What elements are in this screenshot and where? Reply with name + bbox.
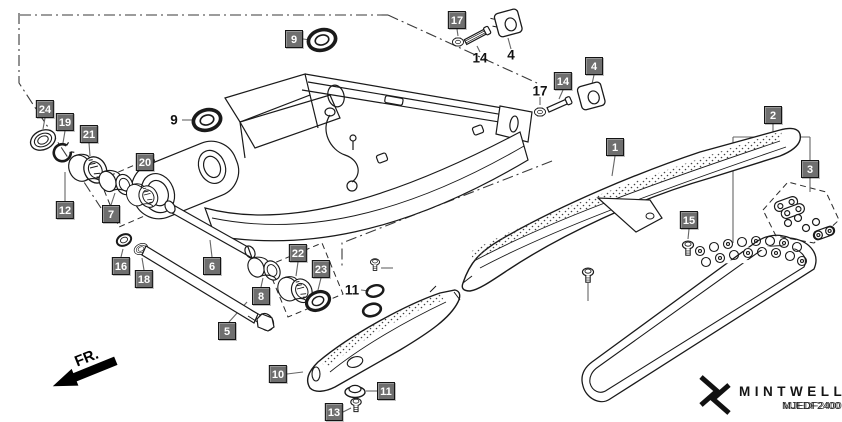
callout-7[interactable]: 7	[102, 205, 120, 223]
callout-1[interactable]: 1	[606, 138, 624, 156]
callout-11[interactable]: 11	[377, 382, 395, 400]
fr-direction-arrow: FR.	[52, 346, 118, 387]
callout-3[interactable]: 3	[801, 160, 819, 178]
lower-chain-guide-part	[306, 258, 461, 413]
callout-14: 14	[472, 50, 488, 66]
callout-17[interactable]: 17	[447, 11, 467, 29]
callout-9: 9	[170, 112, 178, 128]
callout-11: 11	[344, 282, 360, 298]
callout-4: 4	[507, 47, 515, 63]
callout-5[interactable]: 5	[218, 322, 236, 340]
callout-4[interactable]: 4	[585, 57, 603, 75]
callout-19[interactable]: 19	[55, 113, 75, 131]
callout-10[interactable]: 10	[268, 365, 288, 383]
callout-14[interactable]: 14	[553, 72, 573, 90]
callout-15[interactable]: 15	[679, 211, 699, 229]
callout-2[interactable]: 2	[764, 106, 782, 124]
chain-guard-part	[461, 127, 802, 292]
callout-12[interactable]: 12	[55, 201, 75, 219]
brand-footer: MINTWELL MJEDF2400	[699, 375, 842, 415]
callout-9[interactable]: 9	[285, 30, 303, 48]
callout-18[interactable]: 18	[134, 270, 154, 288]
callout-16[interactable]: 16	[111, 257, 131, 275]
master-link-kit-part	[773, 196, 836, 241]
drive-chain-part	[581, 234, 817, 403]
diagram-code: MJEDF2400	[782, 400, 841, 412]
callout-20[interactable]: 20	[135, 153, 155, 171]
callout-23[interactable]: 23	[311, 260, 331, 278]
guard-bolt-parts	[581, 240, 695, 283]
brand-name: MINTWELL	[739, 384, 842, 399]
callout-8[interactable]: 8	[252, 287, 270, 305]
callout-21[interactable]: 21	[79, 125, 99, 143]
chain-slider-parts	[451, 8, 606, 117]
callout-17: 17	[532, 83, 548, 99]
callout-24[interactable]: 24	[35, 100, 55, 118]
pivot-axle-part	[141, 245, 275, 332]
swingarm-part	[130, 73, 533, 242]
pivot-bearing-parts	[26, 125, 162, 258]
mintwell-logo-icon	[699, 375, 731, 415]
callout-22[interactable]: 22	[288, 244, 308, 262]
callout-6[interactable]: 6	[203, 257, 221, 275]
callout-13[interactable]: 13	[324, 403, 344, 421]
